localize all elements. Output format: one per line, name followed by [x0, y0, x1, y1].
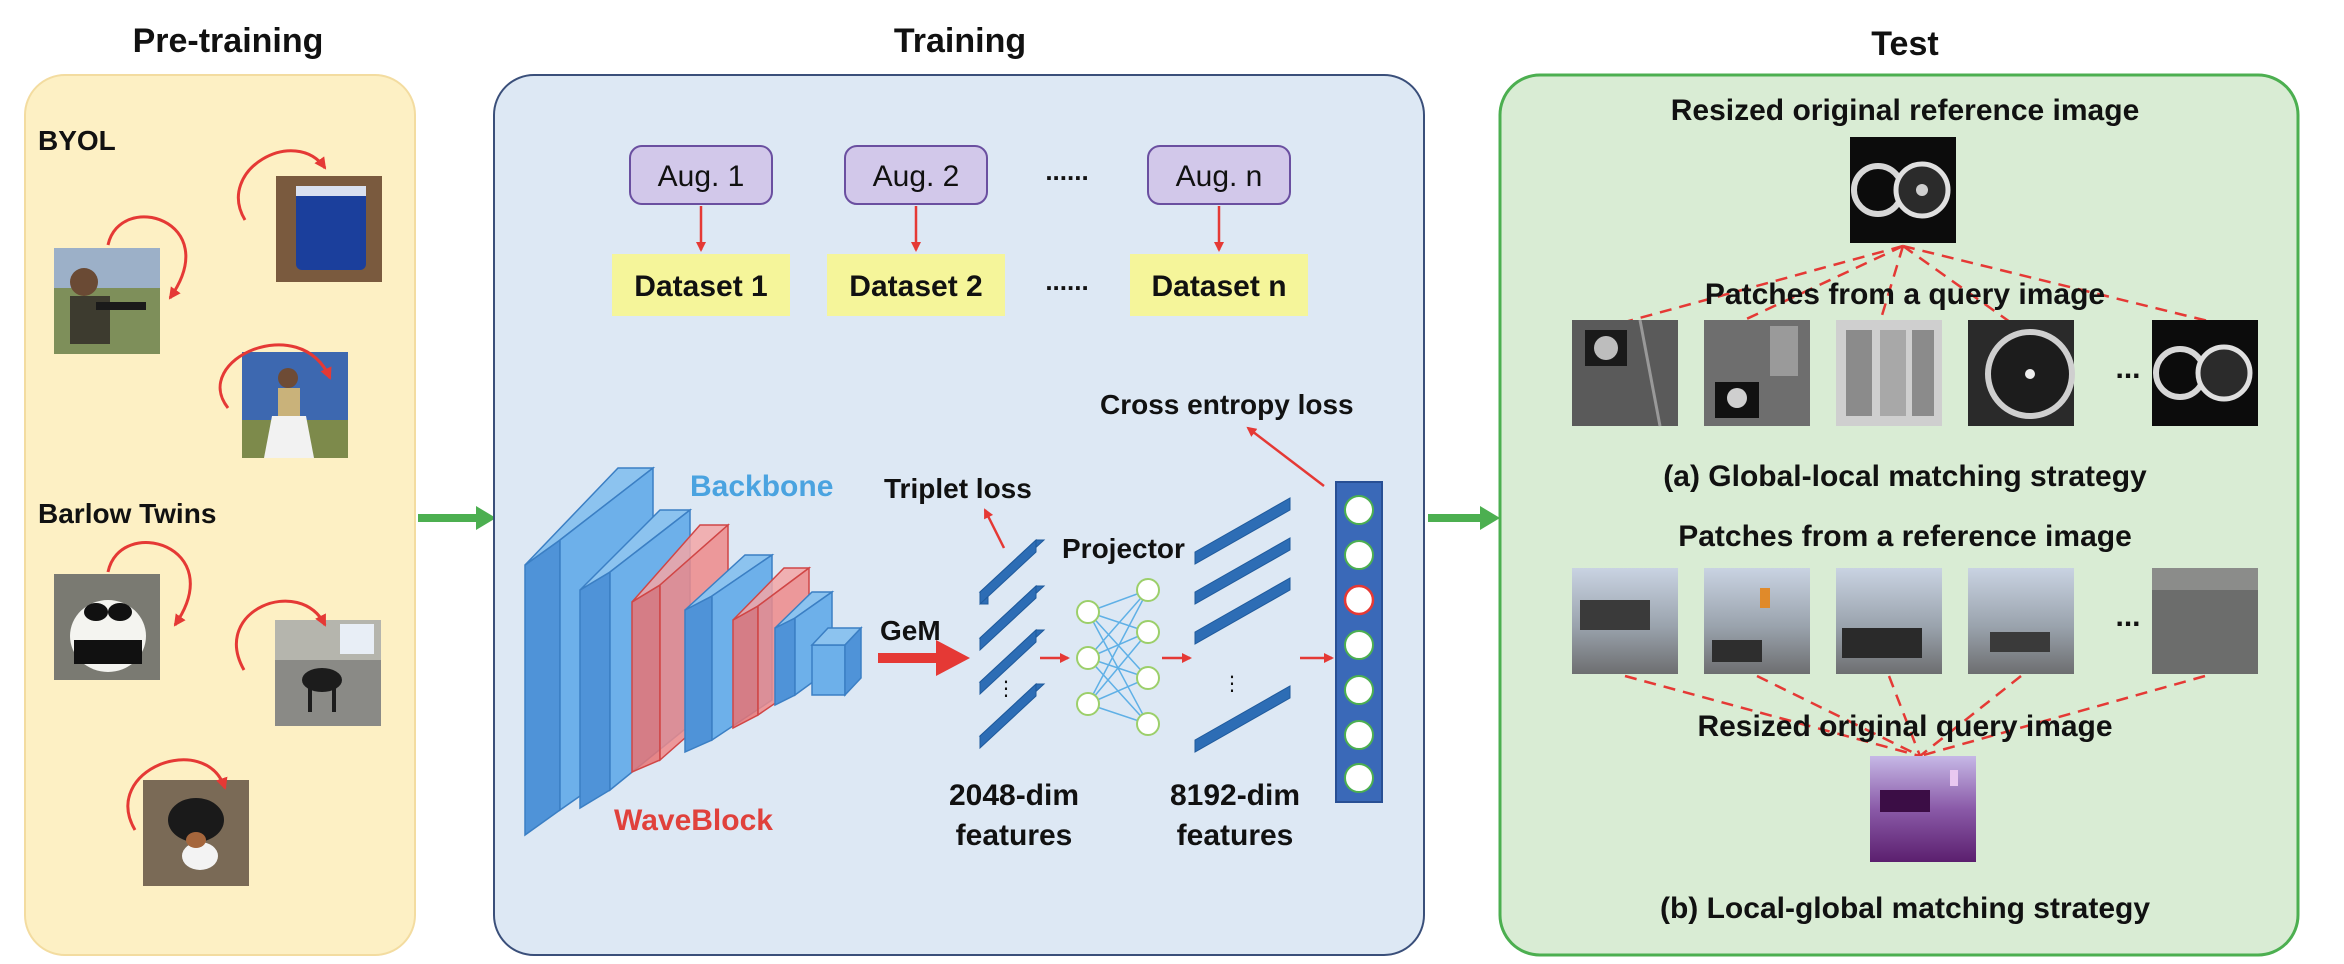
query-patch-4: [1968, 320, 2075, 426]
features-8192: [1194, 497, 1291, 753]
feat2048-label-1: 2048-dim: [949, 779, 1079, 812]
feat8192-label-1: 8192-dim: [1170, 779, 1300, 812]
triplet-loss-label: Triplet loss: [884, 473, 1032, 504]
global-local-match-lines: [1624, 244, 2213, 324]
barlow-image-dog-2: [143, 780, 249, 886]
byol-aug-arrow-1: [236, 149, 327, 221]
aug-box-1: Aug. 1: [629, 145, 773, 205]
reference-patch-1: [1572, 568, 1678, 674]
barlow-aug-arrow-2: [235, 599, 327, 671]
svg-text:Dataset n: Dataset n: [1151, 270, 1286, 303]
reference-watch-image: [1850, 137, 1956, 243]
local-global-match-lines: [1624, 674, 2206, 758]
aug-box-2: Aug. 2: [844, 145, 988, 205]
svg-text:Aug. n: Aug. n: [1176, 160, 1263, 193]
waveblock-label: WaveBlock: [614, 804, 773, 837]
feat8192-label-2: features: [1177, 819, 1294, 852]
dataset-box-2: Dataset 2: [827, 254, 1005, 316]
dataset-ellipsis: ......: [1045, 266, 1088, 296]
triplet-loss-arrow: [983, 508, 1006, 549]
cross-entropy-arrow: [1246, 426, 1325, 487]
barlow-aug-arrow-3: [126, 758, 228, 831]
svg-text:Aug. 1: Aug. 1: [658, 160, 745, 193]
query-patch-5: [2152, 320, 2258, 426]
strategy-b-label: (b) Local-global matching strategy: [1660, 892, 2150, 925]
training-title: Training: [894, 22, 1026, 60]
aug-box-n: Aug. n: [1147, 145, 1291, 205]
byol-aug-arrow-2: [106, 215, 188, 300]
cross-entropy-label: Cross entropy loss: [1100, 389, 1354, 420]
byol-image-skirt: [276, 176, 382, 282]
barlow-image-panda: [54, 574, 160, 680]
projector-label: Projector: [1062, 533, 1185, 564]
resized-reference-label: Resized original reference image: [1671, 94, 2140, 127]
byol-label: BYOL: [38, 125, 116, 156]
aug-ellipsis: ......: [1045, 156, 1088, 186]
query-patch-3: [1836, 320, 1942, 426]
projector-mlp: [1076, 578, 1160, 736]
byol-aug-arrow-3: [218, 343, 332, 409]
dataset-box-n: Dataset n: [1130, 254, 1308, 316]
svg-text:Aug. 2: Aug. 2: [873, 160, 960, 193]
svg-text:⋮: ⋮: [1222, 673, 1242, 695]
patches-query-label: Patches from a query image: [1705, 278, 2105, 311]
reference-patches-more: ...: [2115, 600, 2140, 633]
svg-text:Dataset 1: Dataset 1: [634, 270, 767, 303]
resized-query-label: Resized original query image: [1697, 710, 2112, 743]
feat2048-label-2: features: [956, 819, 1073, 852]
reference-patch-4: [1968, 568, 2074, 674]
dataset-box-1: Dataset 1: [612, 254, 790, 316]
query-patches-more: ...: [2115, 352, 2140, 385]
strategy-a-label: (a) Global-local matching strategy: [1663, 460, 2147, 493]
byol-image-soldier: [54, 248, 160, 354]
gem-label: GeM: [880, 615, 941, 646]
backbone-label: Backbone: [690, 470, 833, 503]
barlow-aug-arrow-1: [106, 541, 192, 627]
reference-patch-3: [1836, 568, 1942, 674]
svg-text:⋮: ⋮: [996, 678, 1016, 700]
byol-image-woman: [242, 352, 348, 458]
query-patch-2: [1704, 320, 1810, 426]
classifier-output-layer: [1335, 481, 1383, 803]
patches-reference-label: Patches from a reference image: [1678, 520, 2132, 553]
query-patch-1: [1572, 319, 1678, 427]
barlow-twins-label: Barlow Twins: [38, 498, 216, 529]
reference-patch-2: [1704, 568, 1810, 674]
backbone-network: [524, 466, 863, 837]
barlow-image-dog-1: [275, 620, 381, 726]
query-street-image: [1870, 756, 1976, 862]
features-2048: [978, 538, 1046, 750]
test-title: Test: [1871, 25, 1938, 63]
pretraining-title: Pre-training: [133, 22, 324, 60]
reference-patch-5: [2152, 568, 2258, 674]
svg-text:Dataset 2: Dataset 2: [849, 270, 982, 303]
